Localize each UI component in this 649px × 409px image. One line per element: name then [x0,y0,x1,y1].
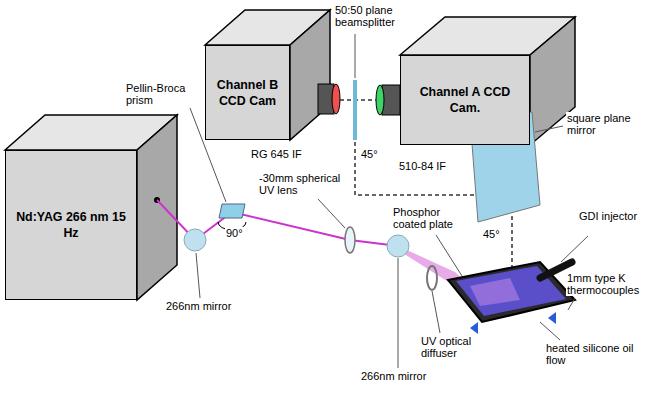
beam-spot [470,278,520,306]
flow-arrow [548,312,556,324]
box-side [290,10,330,140]
flow-arrow [470,322,478,334]
box-label: Channel B CCD Cam [206,77,289,109]
part-label: -30mm spherical UV lens [258,172,350,196]
part-label: Pellin-Broca prism [125,82,197,106]
uv-lens [345,227,355,253]
camera-lens [382,85,400,115]
prism [219,204,245,218]
device-box: Nd:YAG 266 nm 15 Hz [5,150,137,300]
part-label: Phosphor coated plate [392,206,462,230]
part-label: square plane mirror [566,112,640,136]
mirror-266 [184,229,206,251]
leader-line [190,34,588,368]
part-label: 50:50 plane beamsplitter [334,4,404,28]
part-label: RG 645 IF [250,148,303,160]
mirror-266 [387,235,409,257]
part-label: 90° [225,227,244,239]
box-label: Nd:YAG 266 nm 15 Hz [6,209,136,241]
red-filter [332,84,340,114]
part-label: heated silicone oil flow [545,342,642,366]
device-box: Channel A CCD Cam. [400,55,530,145]
diffuser [427,266,437,290]
part-label: 45° [360,148,379,160]
part-label: 510-84 IF [398,160,447,172]
part-label: 266nm mirror [360,370,427,382]
beamsplitter [353,80,357,140]
box-label: Channel A CCD Cam. [401,84,529,116]
part-label: UV optical diffuser [420,335,486,359]
green-filter [376,85,384,115]
part-label: GDI injector [578,210,638,222]
device-box: Channel B CCD Cam [205,45,290,140]
box-side [137,115,177,300]
part-label: 1mm type K thermocouples [566,272,646,296]
part-label: 45° [482,228,501,240]
part-label: 266nm mirror [165,300,232,312]
